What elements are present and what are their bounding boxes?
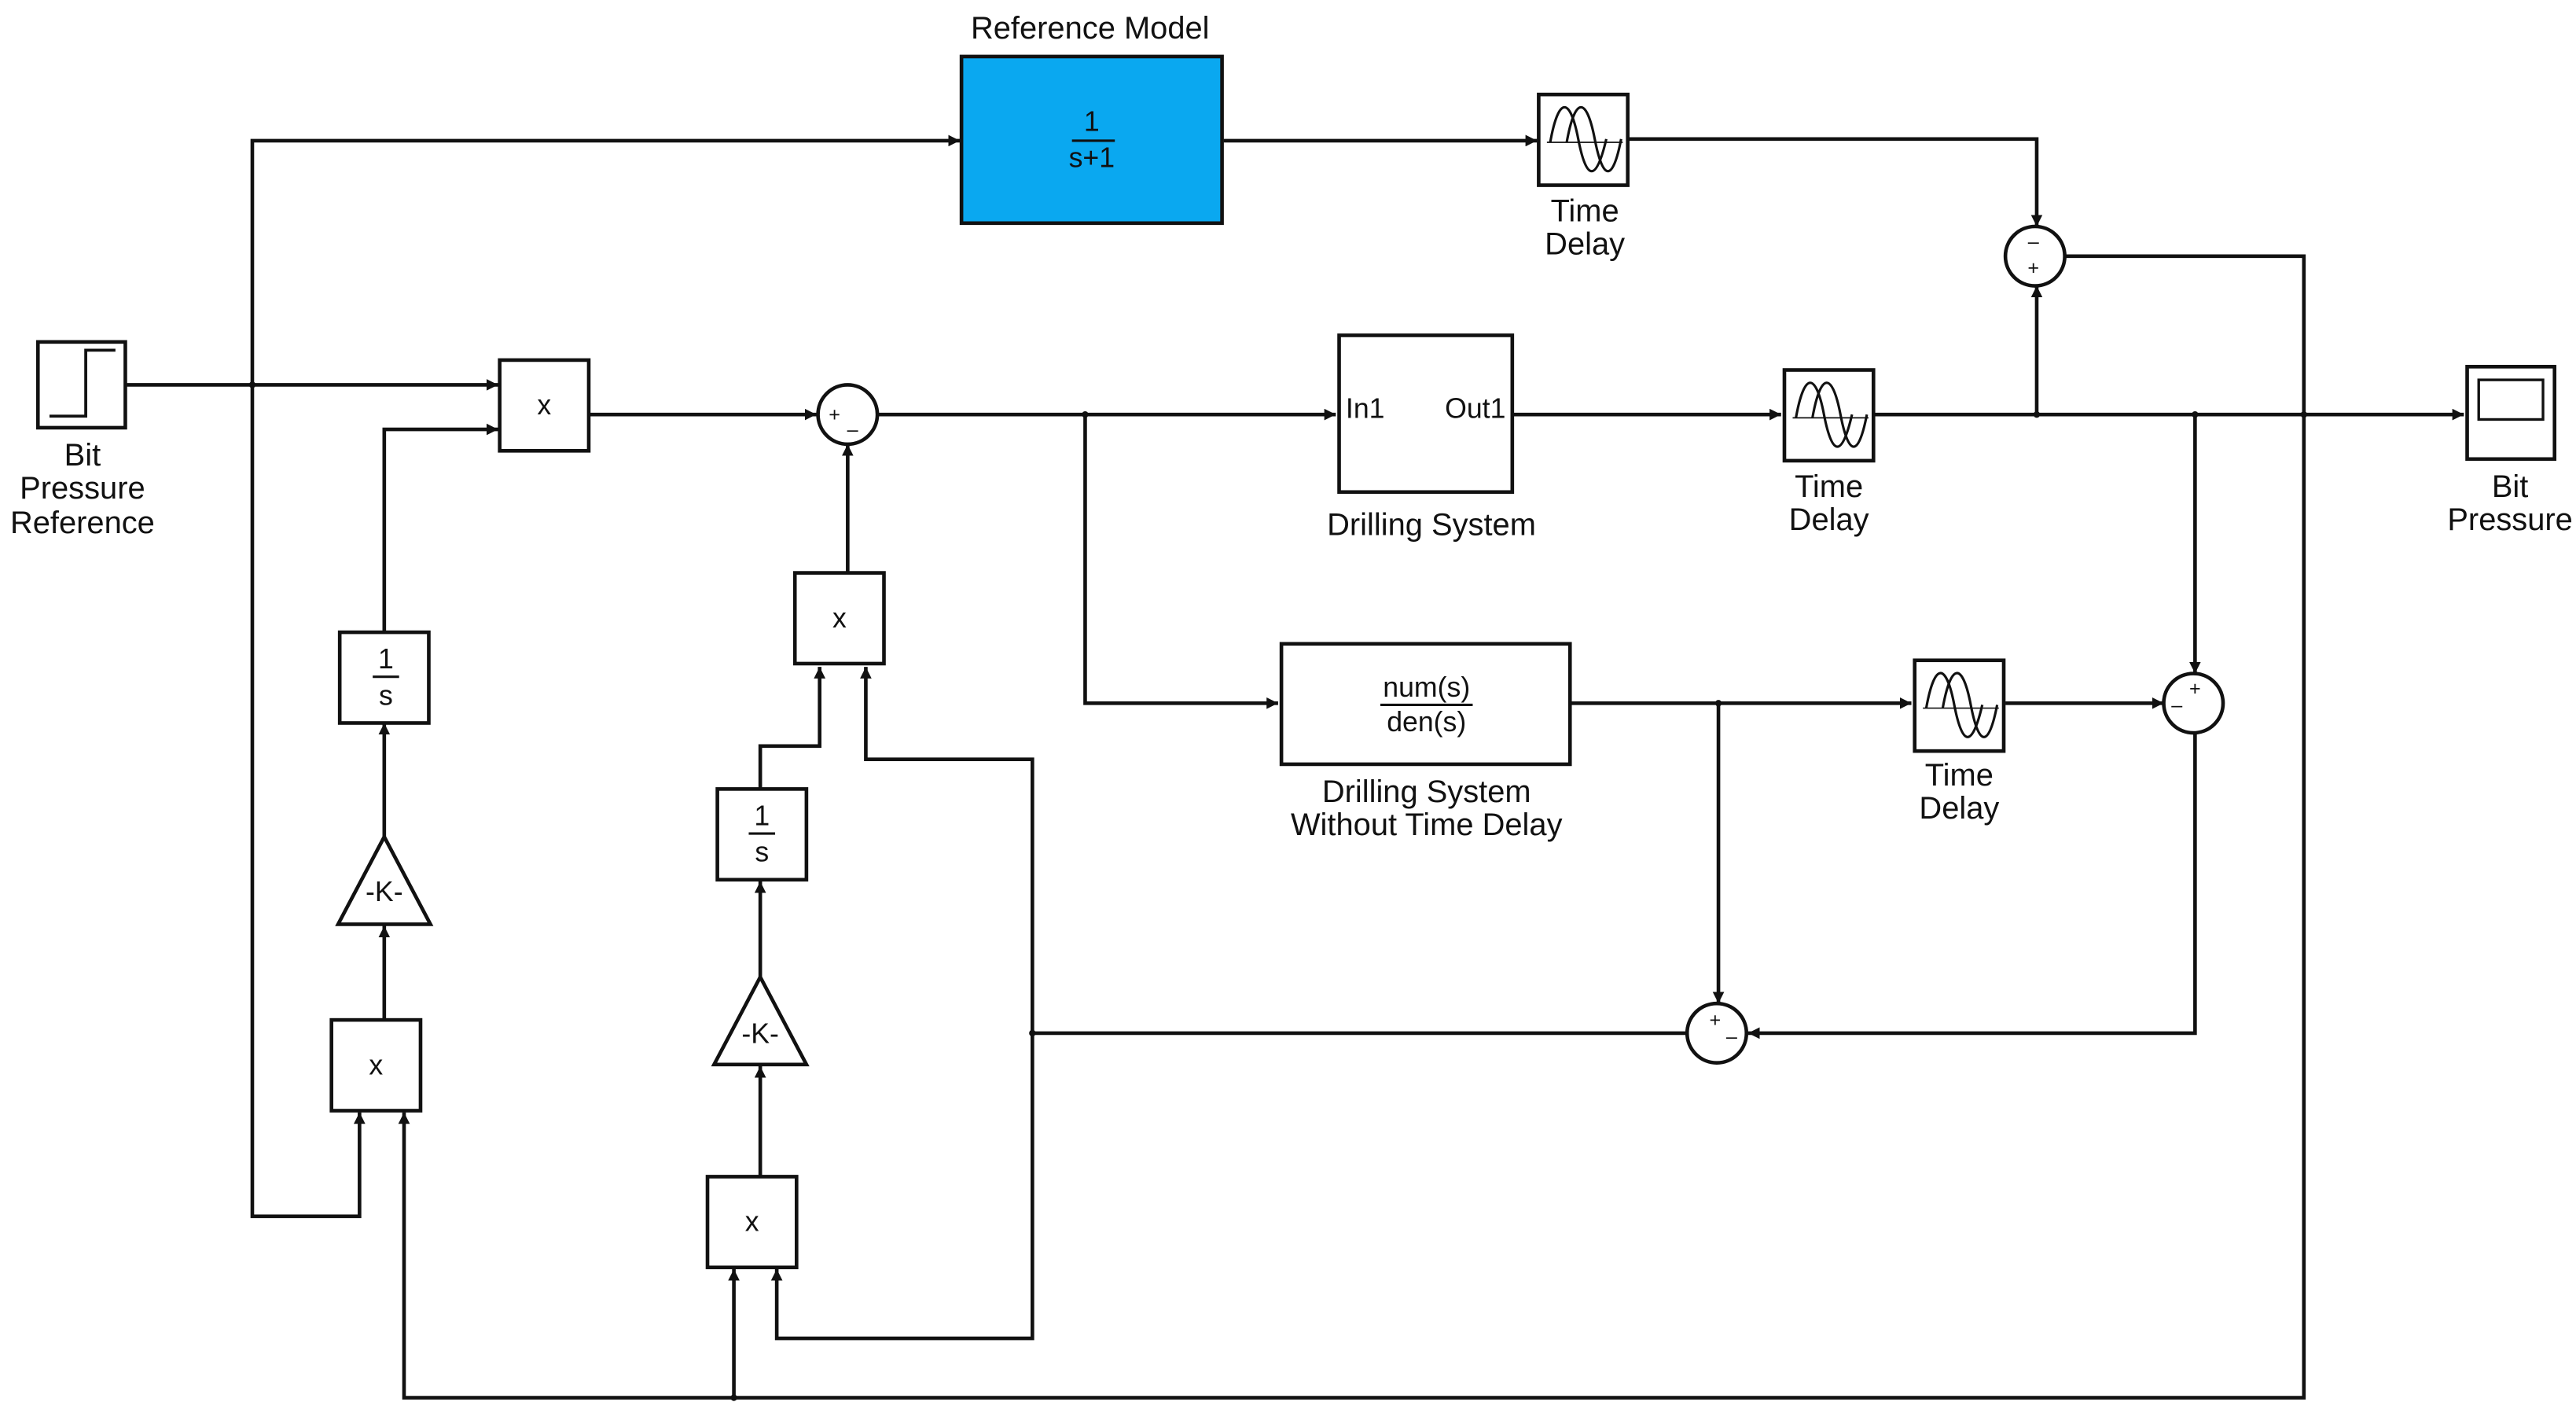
integrator-left-denominator: s: [379, 679, 393, 711]
product-1-symbol: x: [537, 389, 551, 421]
integrator-block-left[interactable]: 1 s: [337, 630, 431, 725]
wire-integrator-to-product-mid: [758, 667, 826, 789]
scope-icon: [2477, 378, 2545, 421]
error-sum-sign-bottom: +: [2027, 257, 2039, 279]
time-delay-2-label-1: Time: [1795, 469, 1863, 504]
product-left-bottom-symbol: x: [369, 1049, 383, 1080]
gain-left-symbol: -K-: [366, 876, 403, 907]
scope-block[interactable]: Bit Pressure: [2447, 365, 2573, 537]
no-delay-label-line-1: Drilling System: [1322, 775, 1531, 809]
integrator-block-middle[interactable]: 1 s: [715, 787, 809, 882]
product-block-middle-bottom[interactable]: x: [705, 1175, 799, 1270]
integrator-left-numerator: 1: [378, 643, 394, 675]
transport-delay-icon: [1546, 105, 1623, 173]
smith-sum-sign-right: –: [1726, 1025, 1737, 1047]
time-delay-block-3[interactable]: Time Delay: [1913, 658, 2006, 826]
time-delay-block-2[interactable]: Time Delay: [1782, 368, 1876, 538]
product-block-1[interactable]: x: [498, 358, 591, 453]
wire-to-lower-product-b: [770, 1032, 1034, 1341]
gain-block-middle[interactable]: -K-: [711, 973, 810, 1067]
main-sum-sign-left: +: [829, 404, 840, 426]
prediction-sum-sign-top: +: [2189, 678, 2201, 700]
step-source-block[interactable]: Bit Pressure Reference: [10, 340, 155, 540]
reference-model-denominator: s+1: [1069, 142, 1115, 173]
reference-model-numerator: 1: [1084, 105, 1100, 137]
wire-delay-to-error-sum: [1629, 137, 2043, 226]
wire-ref-to-bottom-product: [250, 385, 366, 1219]
error-sum-block[interactable]: – +: [2003, 224, 2067, 288]
wire-ref-to-reference-model: [250, 134, 961, 385]
wire-error-feedback: [398, 254, 2306, 1400]
drilling-system-block[interactable]: In1 Out1 Drilling System: [1327, 333, 1536, 542]
drilling-out-port: Out1: [1445, 392, 1505, 424]
wire-integrator-to-product-left: [382, 423, 498, 633]
scope-label-line-2: Pressure: [2447, 502, 2573, 537]
scope-label-line-1: Bit: [2492, 469, 2529, 504]
step-icon: [49, 348, 116, 418]
drilling-in-port: In1: [1346, 392, 1385, 424]
product-mid-bottom-symbol: x: [745, 1206, 759, 1238]
integrator-mid-numerator: 1: [754, 800, 770, 832]
source-label-line-2: Pressure: [20, 471, 145, 506]
reference-model-title: Reference Model: [971, 11, 1210, 46]
no-delay-label-line-2: Without Time Delay: [1291, 808, 1563, 842]
time-delay-1-label-2: Delay: [1545, 227, 1625, 262]
integrator-mid-denominator: s: [755, 837, 769, 868]
transport-delay-icon: [1923, 672, 1999, 738]
wire-bottom-sum-out: [860, 667, 1688, 1036]
prediction-sum-sign-left: –: [2171, 694, 2182, 716]
source-label-line-3: Reference: [10, 506, 155, 540]
main-sum-block[interactable]: + –: [816, 383, 880, 447]
time-delay-1-label-1: Time: [1551, 194, 1619, 229]
drilling-system-label: Drilling System: [1327, 507, 1536, 542]
error-sum-sign-top: –: [2028, 230, 2039, 252]
time-delay-3-label-2: Delay: [1919, 791, 1999, 826]
product-block-left-bottom[interactable]: x: [329, 1017, 423, 1113]
smith-sum-block[interactable]: + –: [1685, 1001, 1749, 1065]
gain-block-left[interactable]: -K-: [335, 833, 434, 926]
time-delay-3-label-1: Time: [1925, 758, 1994, 793]
main-sum-sign-bottom: –: [847, 418, 858, 440]
reference-model-block[interactable]: Reference Model 1 s+1: [959, 11, 1224, 226]
wire-sum-to-model: [1083, 414, 1278, 709]
junction-dots: [248, 381, 2308, 1401]
wire-right-sum-to-bottom-sum: [1747, 733, 2197, 1040]
source-label-line-1: Bit: [64, 438, 101, 473]
drilling-no-delay-block[interactable]: num(s) den(s) Drilling System Without Ti…: [1279, 642, 1572, 842]
tf-denominator: den(s): [1387, 706, 1466, 738]
product-middle-symbol: x: [832, 602, 847, 634]
transport-delay-icon: [1792, 381, 1869, 448]
product-block-middle[interactable]: x: [792, 571, 886, 666]
tf-numerator: num(s): [1383, 672, 1470, 703]
smith-sum-sign-top: +: [1710, 1010, 1722, 1032]
time-delay-block-1[interactable]: Time Delay: [1537, 92, 1630, 262]
signal-wires: [127, 134, 2464, 1400]
gain-mid-symbol: -K-: [741, 1017, 779, 1049]
prediction-sum-block[interactable]: – +: [2162, 672, 2225, 735]
time-delay-2-label-2: Delay: [1789, 502, 1869, 537]
